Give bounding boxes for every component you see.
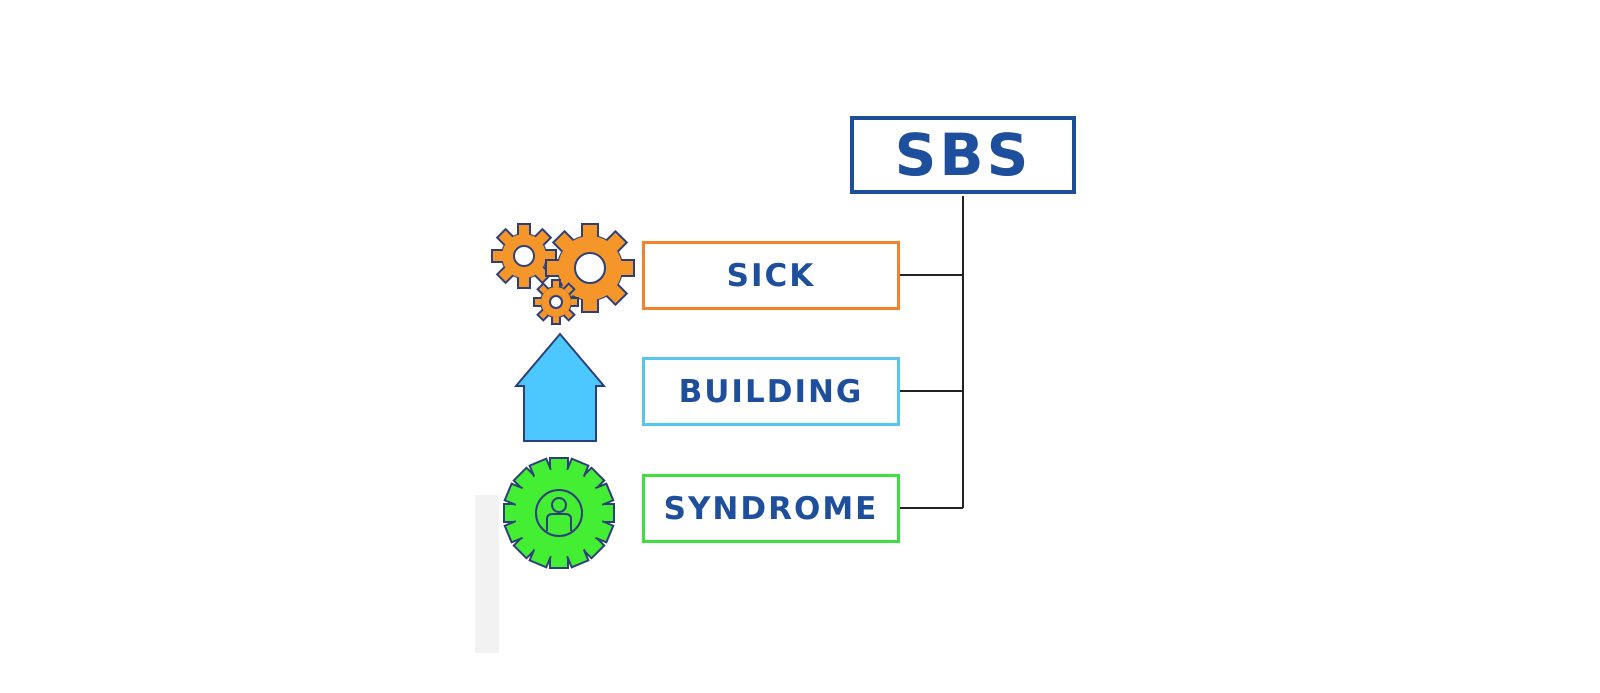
person-gear-icon xyxy=(503,457,615,569)
connector-lines xyxy=(900,196,964,509)
acronym-label: SBS xyxy=(894,121,1032,189)
acronym-box: SBS xyxy=(850,116,1076,194)
background-panel xyxy=(475,495,499,653)
term-box-syndrome: SYNDROME xyxy=(642,474,900,543)
term-label-syndrome: SYNDROME xyxy=(663,490,879,527)
term-box-building: BUILDING xyxy=(642,357,900,426)
house-arrow-icon xyxy=(513,332,607,442)
gears-icon xyxy=(491,223,635,325)
term-box-sick: SICK xyxy=(642,241,900,310)
term-label-building: BUILDING xyxy=(678,373,864,410)
term-label-sick: SICK xyxy=(726,257,816,294)
